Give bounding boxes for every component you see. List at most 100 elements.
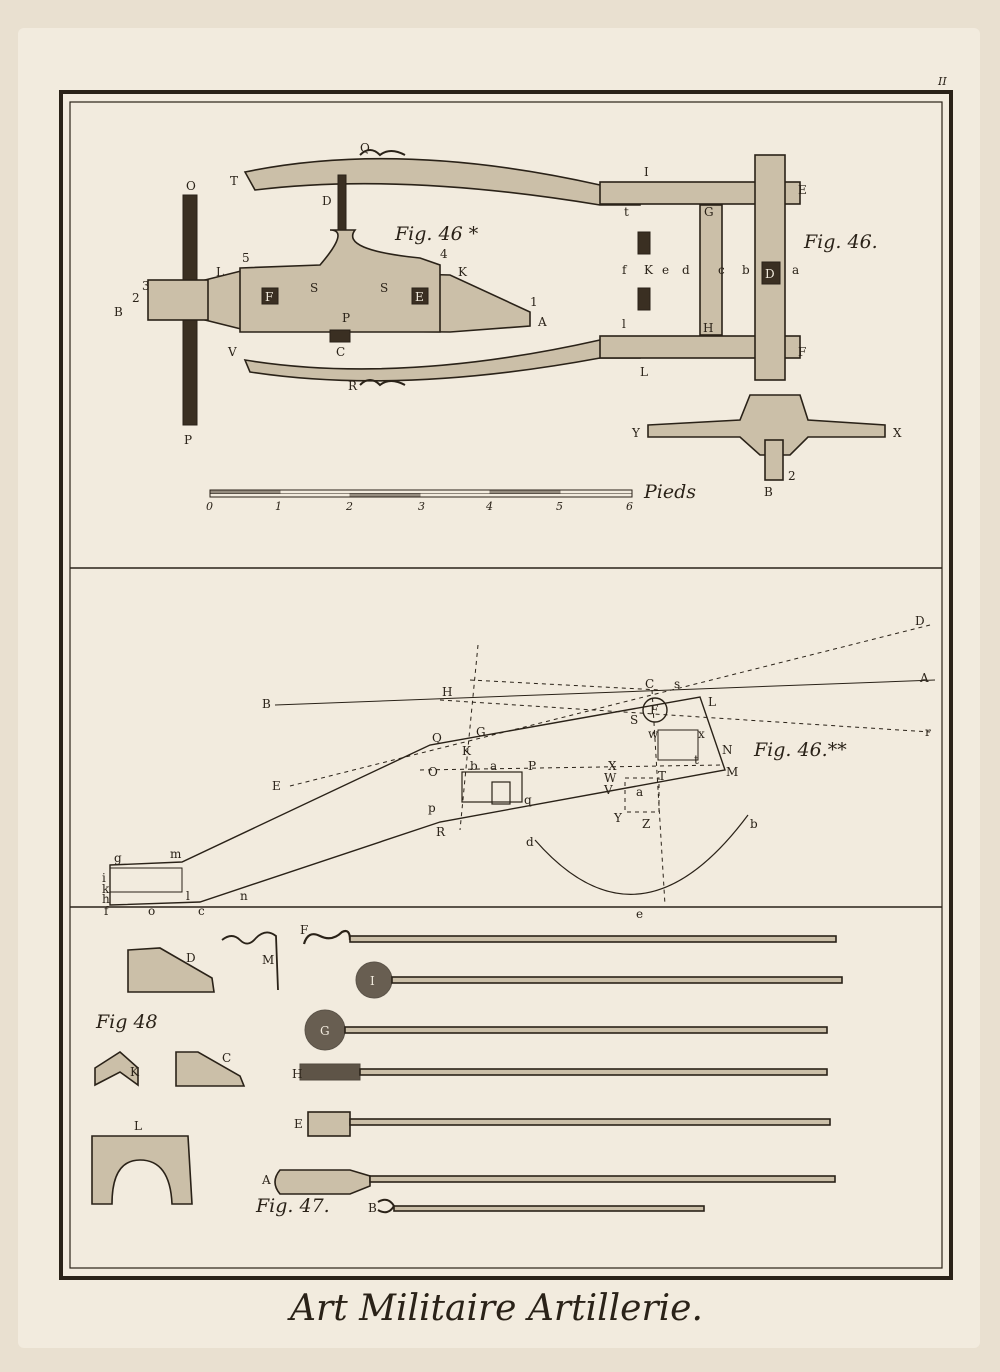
label-K: K <box>130 1065 140 1079</box>
label-S: S <box>380 281 388 295</box>
label-x: x <box>698 727 705 741</box>
label-L: L <box>134 1119 142 1133</box>
label-C: C <box>336 345 345 359</box>
label-E: E <box>415 290 424 304</box>
label-T: T <box>658 769 666 783</box>
scale-tick-6: 6 <box>626 500 633 513</box>
label-P: P <box>528 759 536 773</box>
fig46-2star-labels: D A C s H B F L S G r Q K w x N E M O b … <box>102 614 931 921</box>
fig48-drawing <box>91 947 246 1205</box>
scale-tick-0: 0 <box>206 500 213 513</box>
label-M: M <box>262 953 274 967</box>
label-C: C <box>645 677 654 691</box>
fig46-2star-caption: Fig. 46.** <box>753 739 847 761</box>
label-F: F <box>300 923 308 937</box>
fig46-star-caption: Fig. 46 * <box>394 223 479 245</box>
fig46-2star-drawing <box>109 624 936 906</box>
label-P: P <box>342 311 350 325</box>
label-R: R <box>348 379 358 393</box>
label-e: e <box>662 263 669 277</box>
plate-title: Art Militaire Artillerie. <box>287 1288 703 1329</box>
label-O: O <box>428 765 438 779</box>
label-M: M <box>726 765 738 779</box>
outer-frame <box>59 90 953 1280</box>
scale-tick-4: 4 <box>485 500 493 513</box>
label-L: L <box>216 265 224 279</box>
label-L: L <box>708 695 716 709</box>
label-c: c <box>718 263 725 277</box>
label-b2: b <box>750 817 758 831</box>
label-o: o <box>148 904 155 918</box>
label-C: C <box>222 1051 231 1065</box>
label-Q: Q <box>360 141 370 155</box>
label-G: G <box>476 725 486 739</box>
label-h: h <box>102 892 110 906</box>
scale-tick-5: 5 <box>556 500 563 513</box>
label-B: B <box>764 485 773 499</box>
label-4: 4 <box>440 247 448 261</box>
label-t: t <box>694 753 699 767</box>
label-P: P <box>184 433 192 447</box>
label-1: 1 <box>530 295 538 309</box>
label-X: X <box>893 426 902 440</box>
label-3: 3 <box>142 279 150 293</box>
label-n: n <box>240 889 248 903</box>
fig48-labels: D K C L Fig 48 <box>95 951 231 1133</box>
label-p: p <box>428 801 436 815</box>
label-a: a <box>792 263 799 277</box>
fig48-caption: Fig 48 <box>95 1011 158 1033</box>
label-k: k <box>102 882 110 896</box>
label-f: f <box>622 263 628 277</box>
label-Y: Y <box>613 811 623 825</box>
label-Q: Q <box>432 731 442 745</box>
label-D: D <box>322 194 332 208</box>
label-q: q <box>524 793 532 807</box>
label-a: a <box>490 759 497 773</box>
label-d: d <box>526 835 534 849</box>
label-O: O <box>186 179 196 193</box>
label-g: g <box>114 851 122 865</box>
label-2: 2 <box>132 291 140 305</box>
scale-bar: 0 1 2 3 4 5 6 Pieds <box>206 481 696 513</box>
fig46-labels: I E t G f K e d c b D a l L H F Y X B 2 … <box>622 165 902 499</box>
label-N: N <box>722 743 733 757</box>
label-I: I <box>370 974 375 988</box>
label-t: t <box>624 205 629 219</box>
scale-tick-2: 2 <box>345 500 353 513</box>
label-r: r <box>925 725 931 739</box>
label-H: H <box>292 1067 302 1081</box>
label-G: G <box>320 1024 330 1038</box>
label-D: D <box>186 951 196 965</box>
label-w: w <box>648 727 659 741</box>
label-a2: a <box>636 785 643 799</box>
scale-unit: Pieds <box>643 481 696 503</box>
label-K: K <box>458 265 468 279</box>
label-s: s <box>674 677 680 691</box>
label-T: T <box>230 174 238 188</box>
label-R: R <box>436 825 446 839</box>
label-l: l <box>186 889 190 903</box>
label-d: d <box>682 263 690 277</box>
label-B: B <box>262 697 271 711</box>
label-W: W <box>604 771 617 785</box>
label-Z: Z <box>642 817 650 831</box>
label-K: K <box>644 263 654 277</box>
label-H: H <box>703 321 713 335</box>
label-Y: Y <box>631 426 641 440</box>
label-H: H <box>442 685 452 699</box>
label-5: 5 <box>242 251 250 265</box>
label-B: B <box>114 305 123 319</box>
label-V: V <box>227 345 237 359</box>
fig47-labels: M F I G H E A B Fig. 47. <box>255 923 377 1217</box>
label-2: 2 <box>788 469 796 483</box>
label-V: V <box>603 783 613 797</box>
label-D: D <box>915 614 925 628</box>
label-i: i <box>102 871 106 885</box>
label-E: E <box>272 779 281 793</box>
label-I: I <box>644 165 649 179</box>
label-K: K <box>462 744 472 758</box>
inner-frame <box>69 101 943 1269</box>
label-f: f <box>104 904 110 918</box>
label-e: e <box>636 907 643 921</box>
